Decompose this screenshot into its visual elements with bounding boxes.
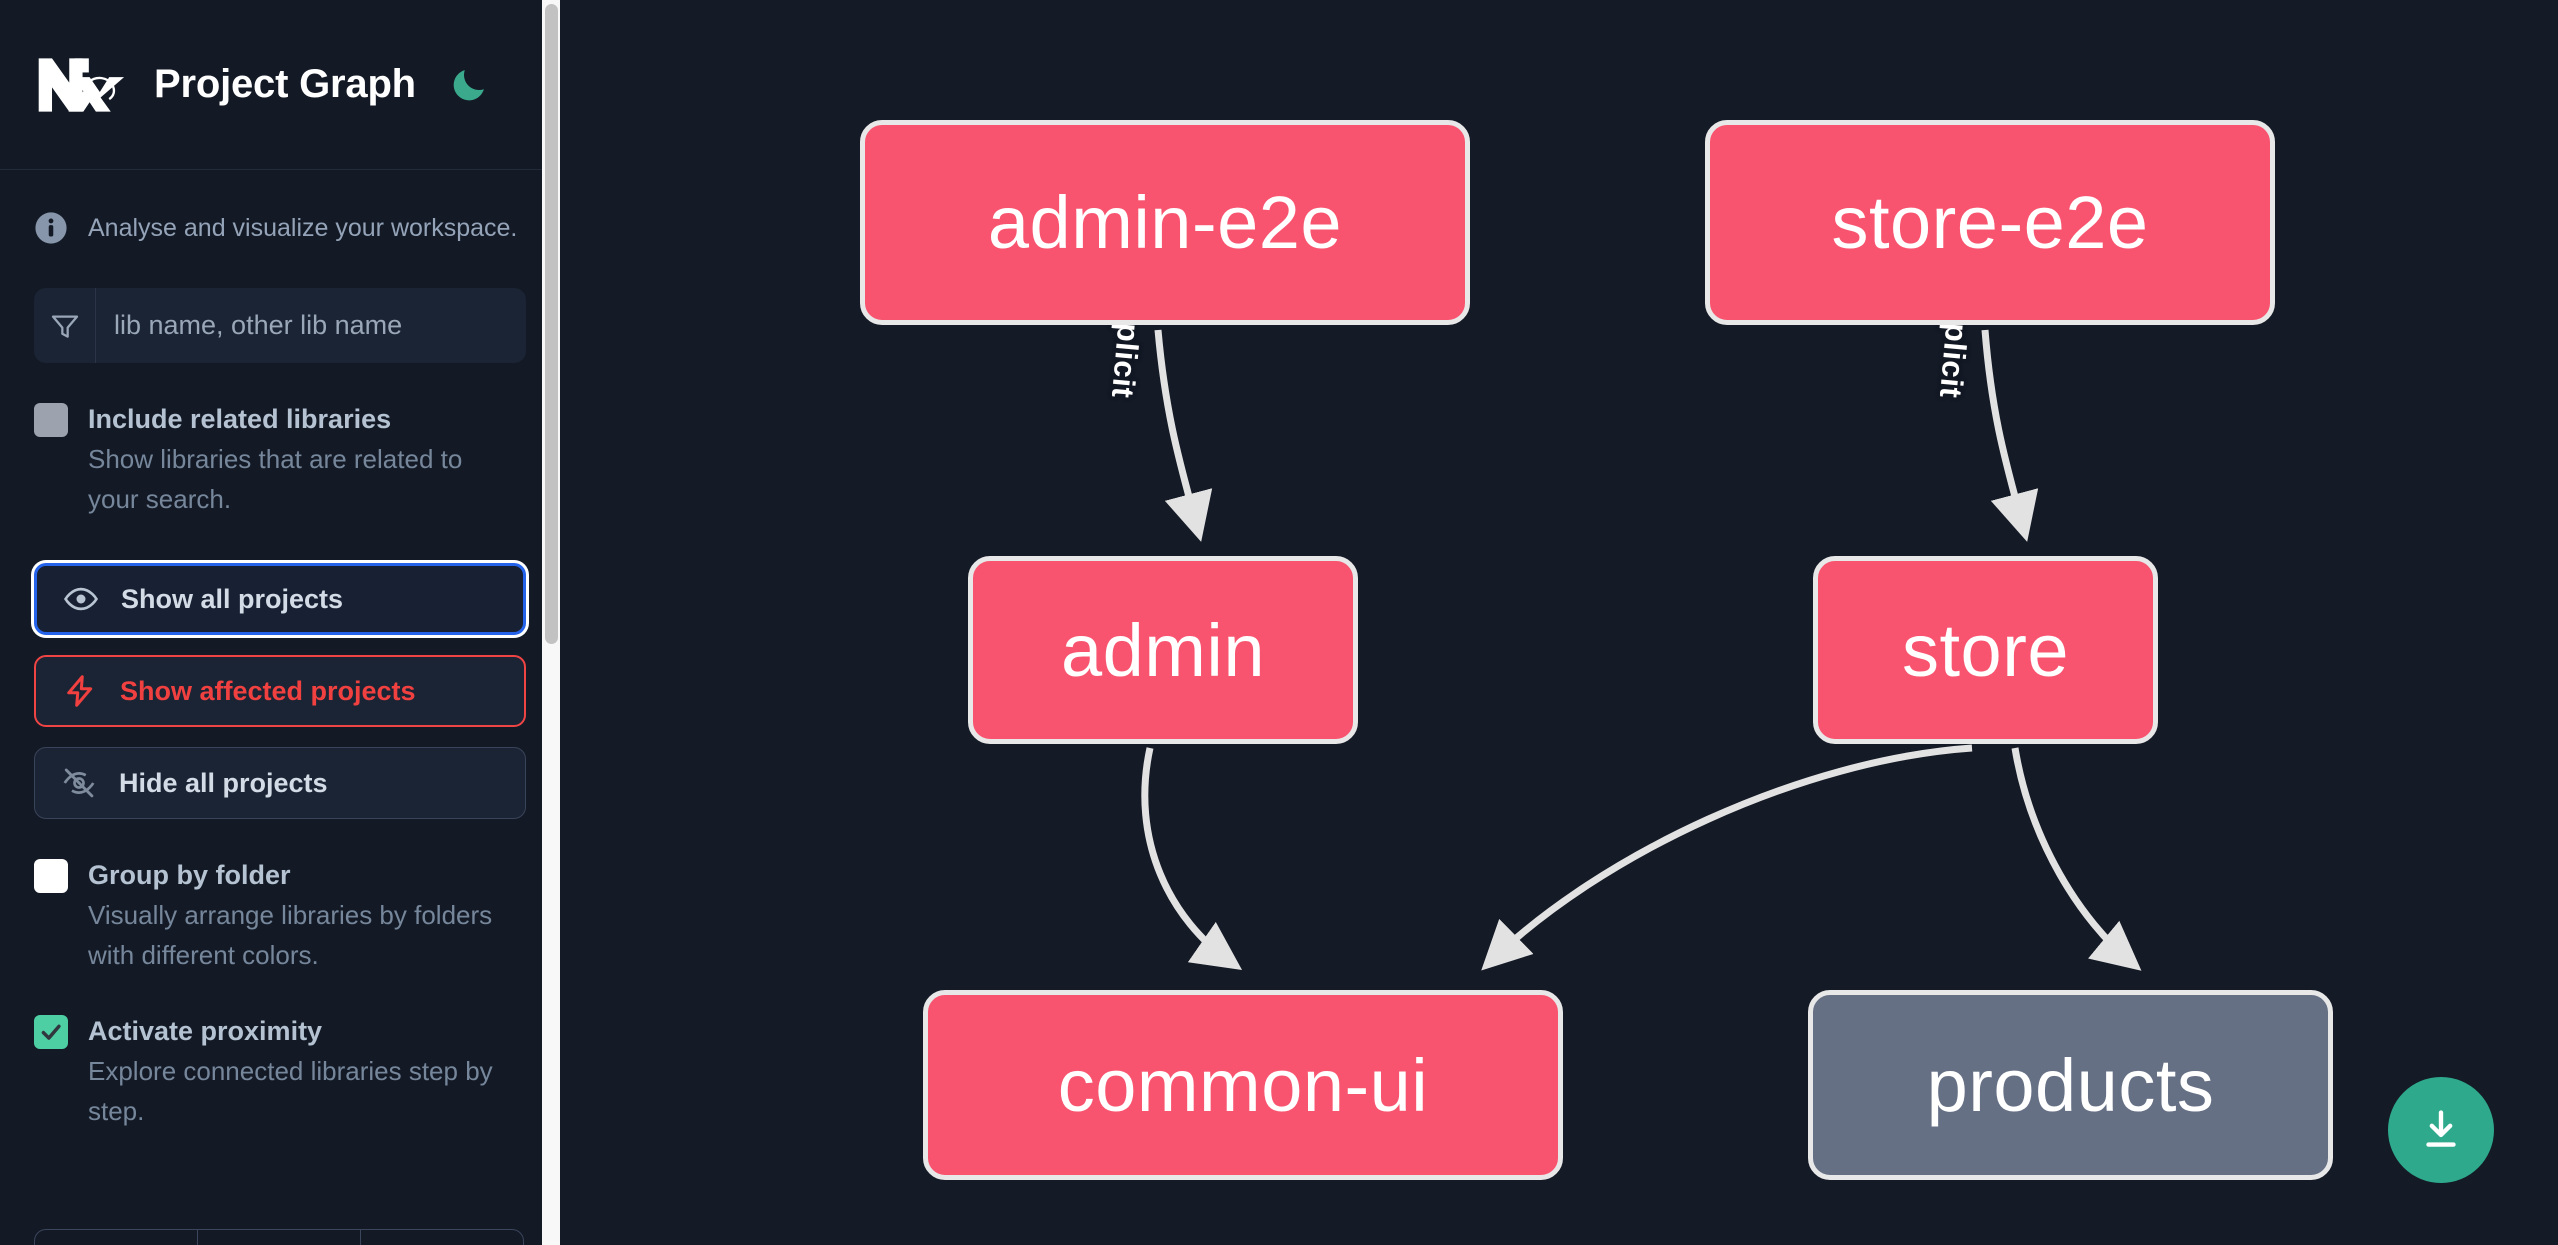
lightning-icon	[62, 673, 98, 709]
graph-edges	[1141, 329, 2142, 971]
eye-icon	[63, 581, 99, 617]
page-title: Project Graph	[154, 62, 416, 106]
graph-node-store-e2e[interactable]: store-e2e	[1705, 120, 2275, 325]
option-label: Group by folder	[88, 860, 291, 890]
graph-node-admin[interactable]: admin	[968, 556, 1358, 744]
option-activate-proximity[interactable]: Activate proximity Explore connected lib…	[0, 1011, 560, 1131]
sidebar: Project Graph Analyse and visualize your…	[0, 0, 560, 1245]
checkbox-include-related-libraries[interactable]	[34, 403, 68, 437]
graph-node-label: store	[1901, 608, 2069, 692]
graph-node-store[interactable]: store	[1813, 556, 2158, 744]
graph-node-label: admin	[1060, 608, 1266, 692]
segmented-control[interactable]	[34, 1229, 524, 1245]
graph-node-admin-e2e[interactable]: admin-e2e	[860, 120, 1470, 325]
graph-node-products[interactable]: products	[1808, 990, 2333, 1180]
subtitle-row: Analyse and visualize your workspace.	[0, 170, 560, 256]
download-graph-button[interactable]	[2388, 1077, 2494, 1183]
sidebar-scrollbar[interactable]	[542, 0, 560, 1245]
edge-store-e2e-to-store	[1981, 329, 2039, 542]
segmented-control-item-3[interactable]	[361, 1230, 523, 1245]
option-description: Show libraries that are related to your …	[88, 444, 463, 514]
checkbox-group-by-folder[interactable]	[34, 859, 68, 893]
segmented-control-item-2[interactable]	[198, 1230, 361, 1245]
edge-admin-e2e-to-admin	[1154, 329, 1213, 542]
option-include-related-libraries[interactable]: Include related libraries Show libraries…	[0, 399, 560, 519]
funnel-icon	[34, 288, 96, 363]
button-label: Hide all projects	[119, 767, 328, 798]
info-icon	[34, 211, 68, 245]
graph-node-label: products	[1926, 1043, 2215, 1127]
search-input[interactable]	[96, 288, 526, 363]
graph-node-label: store-e2e	[1831, 181, 2149, 264]
moon-icon[interactable]	[446, 62, 492, 108]
download-icon	[2426, 1110, 2456, 1147]
button-label: Show affected projects	[120, 675, 416, 706]
edge-admin-to-common-ui	[1141, 747, 1243, 970]
edge-store-to-products	[2011, 747, 2142, 971]
sidebar-header: Project Graph	[0, 0, 560, 170]
show-affected-projects-button[interactable]: Show affected projects	[34, 655, 526, 727]
filter-input-wrapper[interactable]	[34, 288, 526, 363]
option-group-by-folder[interactable]: Group by folder Visually arrange librari…	[0, 855, 560, 975]
graph-canvas[interactable]: admin-e2e store-e2e admin store common-ui pro…	[560, 0, 2558, 1245]
eye-off-icon	[61, 765, 97, 801]
nx-logo-icon	[34, 53, 128, 117]
option-description: Visually arrange libraries by folders wi…	[88, 900, 493, 970]
subtitle-text: Analyse and visualize your workspace.	[88, 213, 518, 242]
option-label: Activate proximity	[88, 1016, 323, 1046]
graph-node-label: admin-e2e	[987, 181, 1343, 264]
show-all-projects-button[interactable]: Show all projects	[34, 563, 526, 635]
segmented-control-item-1[interactable]	[35, 1230, 198, 1245]
graph-node-label: common-ui	[1057, 1043, 1429, 1127]
hide-all-projects-button[interactable]: Hide all projects	[34, 747, 526, 819]
sidebar-scrollbar-thumb[interactable]	[545, 4, 558, 644]
option-label: Include related libraries	[88, 404, 392, 434]
visibility-button-group: Show all projects Show affected projects	[34, 563, 526, 819]
checkbox-activate-proximity[interactable]	[34, 1015, 68, 1049]
graph-node-common-ui[interactable]: common-ui	[923, 990, 1563, 1180]
option-description: Explore connected libraries step by step…	[88, 1056, 493, 1126]
button-label: Show all projects	[121, 583, 344, 614]
edge-store-to-common-ui	[1481, 744, 1973, 971]
